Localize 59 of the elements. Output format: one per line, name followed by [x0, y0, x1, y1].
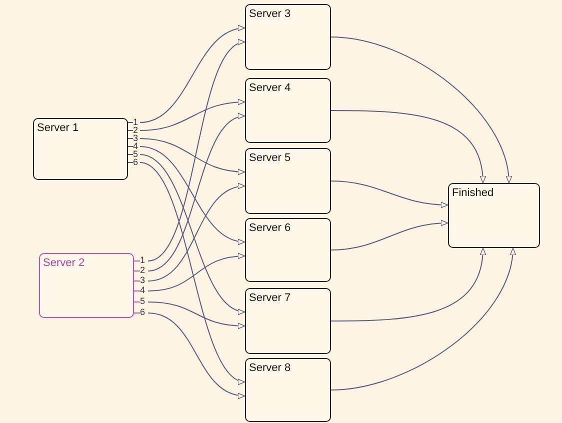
arrow — [148, 114, 246, 272]
box-title: Server 7 — [249, 292, 291, 304]
connector-line — [128, 146, 134, 147]
arrow — [140, 26, 246, 123]
process-box — [245, 148, 331, 214]
process-box — [245, 288, 331, 354]
arrow — [148, 312, 246, 398]
box-title: Server 3 — [249, 8, 291, 20]
arrow — [330, 248, 486, 322]
box-title: Server 1 — [37, 122, 79, 134]
port-number: 4 — [140, 286, 147, 296]
process-box — [245, 78, 331, 143]
port-number: 2 — [140, 266, 147, 276]
box-title: Server 6 — [249, 222, 291, 234]
box-title: Server 5 — [249, 152, 291, 164]
arrow — [140, 99, 246, 131]
port-number: 5 — [133, 150, 139, 159]
connector-line — [128, 130, 134, 131]
arrow — [140, 146, 246, 244]
arrow — [148, 184, 246, 282]
arrow — [330, 36, 512, 184]
connector-line — [128, 138, 134, 139]
connector-line — [134, 270, 140, 272]
arrow — [330, 248, 516, 390]
port-number: 1 — [133, 118, 139, 127]
arrow — [330, 220, 448, 250]
box-title: Finished — [452, 187, 494, 199]
arrow — [330, 180, 448, 208]
process-box — [245, 218, 331, 282]
arrow — [140, 162, 246, 383]
box-title: Server 4 — [249, 82, 291, 94]
arrow — [140, 154, 246, 314]
connector-line — [134, 280, 140, 282]
port-number: 6 — [140, 308, 147, 318]
port-number: 5 — [140, 297, 147, 307]
process-box — [448, 183, 540, 248]
box-title: Server 8 — [249, 362, 291, 374]
process-box — [33, 118, 128, 180]
port-number: 1 — [140, 256, 147, 266]
box-title: Server 2 — [43, 257, 85, 269]
connector-line — [134, 260, 140, 262]
process-box — [39, 253, 134, 318]
port-number: 3 — [133, 134, 139, 143]
port-number: 2 — [133, 126, 139, 135]
arrow — [148, 302, 246, 329]
arrow — [140, 138, 246, 175]
process-box — [245, 4, 331, 70]
port-number: 4 — [133, 142, 139, 151]
connector-line — [128, 154, 134, 155]
port-number: 6 — [133, 158, 139, 167]
arrow — [148, 42, 246, 262]
connector-line — [128, 162, 134, 163]
process-box — [245, 358, 331, 422]
connector-line — [134, 290, 140, 292]
arrow — [330, 110, 486, 184]
arrow — [148, 253, 246, 292]
port-number: 3 — [140, 276, 147, 286]
connector-line — [134, 312, 140, 314]
connector-line — [128, 122, 134, 123]
